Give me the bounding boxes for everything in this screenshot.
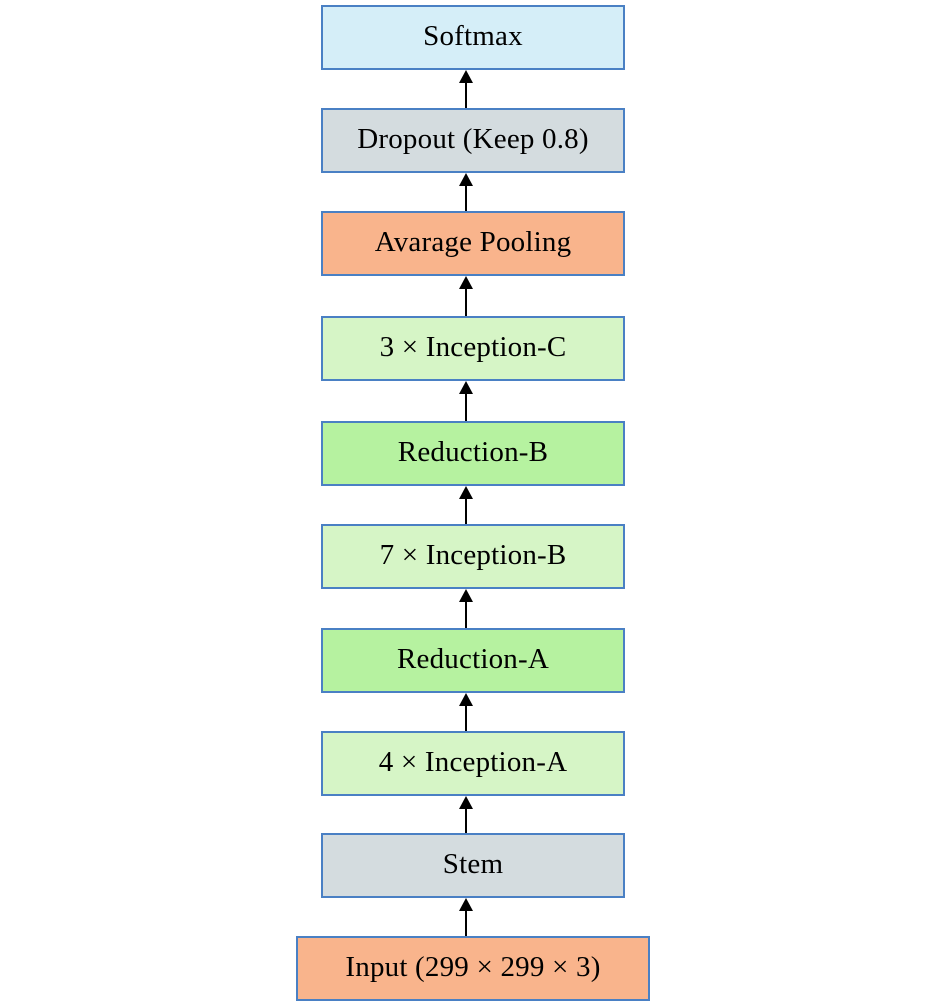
node-average-pooling: Avarage Pooling (321, 211, 625, 276)
arrow-input-to-stem (458, 898, 474, 936)
node-label-stem: Stem (442, 848, 504, 880)
arrowhead-icon (459, 276, 473, 289)
arrowhead-icon (459, 381, 473, 394)
node-inception-a: 4 × Inception-A (321, 731, 625, 796)
arrow-reduction-b-to-inception-c (458, 381, 474, 421)
node-inception-c: 3 × Inception-C (321, 316, 625, 381)
arrow-stem (465, 284, 467, 316)
arrowhead-icon (459, 486, 473, 499)
arrow-inception-b-to-reduction-b (458, 486, 474, 524)
node-inception-b: 7 × Inception-B (321, 524, 625, 589)
arrow-stem (465, 701, 467, 731)
arrowhead-icon (459, 70, 473, 83)
arrow-stem (465, 181, 467, 211)
node-label-dropout: Dropout (Keep 0.8) (357, 123, 589, 155)
node-label-reduction-a: Reduction-A (396, 643, 549, 675)
arrowhead-icon (459, 589, 473, 602)
arrowhead-icon (459, 693, 473, 706)
arrowhead-icon (459, 796, 473, 809)
arrow-stem (465, 494, 467, 524)
node-label-inception-a: 4 × Inception-A (378, 746, 568, 778)
arrow-reduction-a-to-inception-b (458, 589, 474, 628)
arrow-stem (465, 804, 467, 833)
arrow-stem-to-inception-a (458, 796, 474, 833)
arrowhead-icon (459, 173, 473, 186)
node-dropout: Dropout (Keep 0.8) (321, 108, 625, 173)
arrow-stem (465, 78, 467, 108)
node-label-inception-b: 7 × Inception-B (379, 539, 567, 571)
node-label-input: Input (299 × 299 × 3) (345, 951, 601, 983)
arrow-inception-c-to-pooling (458, 276, 474, 316)
arrowhead-icon (459, 898, 473, 911)
node-reduction-b: Reduction-B (321, 421, 625, 486)
arrow-stem (465, 906, 467, 936)
node-softmax: Softmax (321, 5, 625, 70)
arrow-stem (465, 597, 467, 628)
node-reduction-a: Reduction-A (321, 628, 625, 693)
arrow-pooling-to-dropout (458, 173, 474, 211)
node-input: Input (299 × 299 × 3) (296, 936, 650, 1001)
node-label-softmax: Softmax (423, 20, 523, 52)
arrow-stem (465, 389, 467, 421)
arrow-dropout-to-softmax (458, 70, 474, 108)
node-label-reduction-b: Reduction-B (397, 436, 549, 468)
node-label-average-pooling: Avarage Pooling (374, 226, 572, 258)
node-label-inception-c: 3 × Inception-C (379, 331, 567, 363)
node-stem: Stem (321, 833, 625, 898)
arrow-inception-a-to-reduction-a (458, 693, 474, 731)
